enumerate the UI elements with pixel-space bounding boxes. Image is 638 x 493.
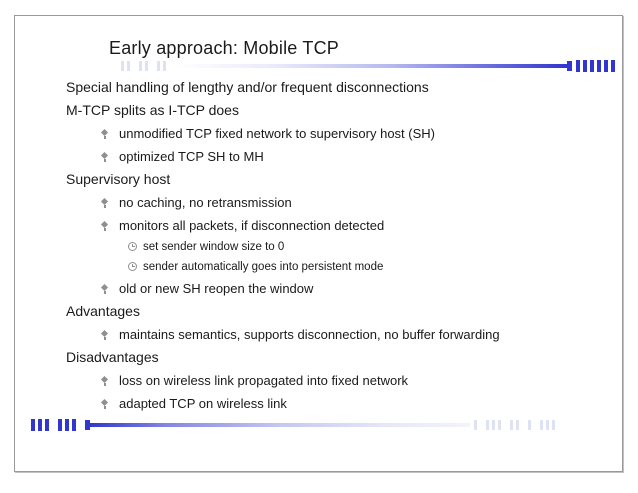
dash-icon: [474, 420, 477, 430]
diamond-bullet-icon: [101, 221, 109, 232]
bullet-item-level2: old or new SH reopen the window: [15, 277, 622, 300]
dash-icon: [528, 420, 531, 430]
top-divider-gradient: [175, 64, 567, 68]
dash-cluster: [121, 61, 133, 71]
bullet-item-level2: monitors all packets, if disconnection d…: [15, 214, 622, 237]
bullet-text: Advantages: [66, 303, 140, 319]
dash-icon: [72, 419, 76, 431]
dash-icon: [38, 419, 42, 431]
bullet-text: maintains semantics, supports disconnect…: [119, 327, 500, 342]
bullet-list: Special handling of lengthy and/or frequ…: [15, 76, 622, 415]
diamond-bullet-icon: [101, 284, 109, 295]
bullet-item-level2: unmodified TCP fixed network to supervis…: [15, 122, 622, 145]
dash-cluster: [139, 61, 151, 71]
dash-icon: [604, 60, 608, 72]
dash-icon: [590, 60, 594, 72]
bottom-divider-cap: [85, 420, 90, 430]
bullet-item-level2: adapted TCP on wireless link: [15, 392, 622, 415]
bullet-text: Supervisory host: [66, 171, 171, 187]
clock-bullet-icon: [128, 262, 137, 271]
dash-icon: [546, 420, 549, 430]
dash-cluster: [157, 61, 169, 71]
bullet-item-level1: M-TCP splits as I-TCP does: [15, 99, 622, 122]
bottom-divider-bar: [31, 418, 564, 432]
bullet-item-level2: optimized TCP SH to MH: [15, 145, 622, 168]
top-divider-trail-dashes: [576, 60, 624, 72]
dash-icon: [121, 61, 124, 71]
dash-icon: [540, 420, 543, 430]
top-divider-bar: [121, 59, 624, 73]
bullet-text: unmodified TCP fixed network to supervis…: [119, 126, 435, 141]
diamond-bullet-icon: [101, 129, 109, 140]
dash-icon: [139, 61, 142, 71]
dash-icon: [127, 61, 130, 71]
dash-icon: [492, 420, 495, 430]
slide-title: Early approach: Mobile TCP: [109, 38, 339, 58]
dash-icon: [486, 420, 489, 430]
top-divider-lead-dashes: [121, 61, 175, 71]
bullet-item-level1: Supervisory host: [15, 168, 622, 191]
bullet-text: sender automatically goes into persisten…: [143, 261, 384, 273]
dash-icon: [45, 419, 49, 431]
bullet-text: no caching, no retransmission: [119, 195, 292, 210]
bottom-divider-gradient: [90, 423, 470, 427]
dash-cluster: [58, 419, 79, 431]
bullet-text: loss on wireless link propagated into fi…: [119, 373, 409, 388]
bullet-item-level2: no caching, no retransmission: [15, 191, 622, 214]
dash-icon: [510, 420, 513, 430]
dash-cluster: [576, 60, 618, 72]
bullet-item-level3: set sender window size to 0: [15, 237, 622, 257]
bottom-divider-lead-dashes: [31, 419, 85, 431]
diamond-bullet-icon: [101, 399, 109, 410]
dash-cluster: [510, 420, 522, 430]
bullet-item-level1: Advantages: [15, 300, 622, 323]
dash-cluster: [474, 420, 480, 430]
bullet-item-level1: Special handling of lengthy and/or frequ…: [15, 76, 622, 99]
dash-cluster: [528, 420, 534, 430]
dash-icon: [516, 420, 519, 430]
dash-cluster: [31, 419, 52, 431]
bullet-item-level1: Disadvantages: [15, 346, 622, 369]
bullet-text: set sender window size to 0: [143, 241, 285, 253]
dash-cluster: [486, 420, 504, 430]
dash-icon: [583, 60, 587, 72]
dash-icon: [163, 61, 166, 71]
dash-icon: [65, 419, 69, 431]
dash-icon: [552, 420, 555, 430]
dash-icon: [597, 60, 601, 72]
dash-icon: [611, 60, 615, 72]
dash-icon: [576, 60, 580, 72]
dash-icon: [31, 419, 35, 431]
bullet-item-level2: maintains semantics, supports disconnect…: [15, 323, 622, 346]
bullet-text: optimized TCP SH to MH: [119, 149, 264, 164]
clock-bullet-icon: [128, 242, 137, 251]
dash-icon: [157, 61, 160, 71]
diamond-bullet-icon: [101, 330, 109, 341]
dash-icon: [58, 419, 62, 431]
diamond-bullet-icon: [101, 198, 109, 209]
bullet-text: adapted TCP on wireless link: [119, 396, 287, 411]
bullet-text: old or new SH reopen the window: [119, 281, 314, 296]
bullet-text: Special handling of lengthy and/or frequ…: [66, 79, 429, 95]
dash-icon: [145, 61, 148, 71]
top-divider-cap: [567, 61, 572, 71]
bullet-text: M-TCP splits as I-TCP does: [66, 102, 239, 118]
bullet-item-level2: loss on wireless link propagated into fi…: [15, 369, 622, 392]
dash-cluster: [540, 420, 558, 430]
dash-icon: [498, 420, 501, 430]
slide-canvas: Early approach: Mobile TCP Special handl…: [14, 15, 623, 472]
bullet-text: Disadvantages: [66, 349, 159, 365]
diamond-bullet-icon: [101, 376, 109, 387]
bottom-divider-trail-dashes: [474, 420, 564, 430]
bullet-item-level3: sender automatically goes into persisten…: [15, 257, 622, 277]
bullet-text: monitors all packets, if disconnection d…: [119, 218, 385, 233]
diamond-bullet-icon: [101, 152, 109, 163]
